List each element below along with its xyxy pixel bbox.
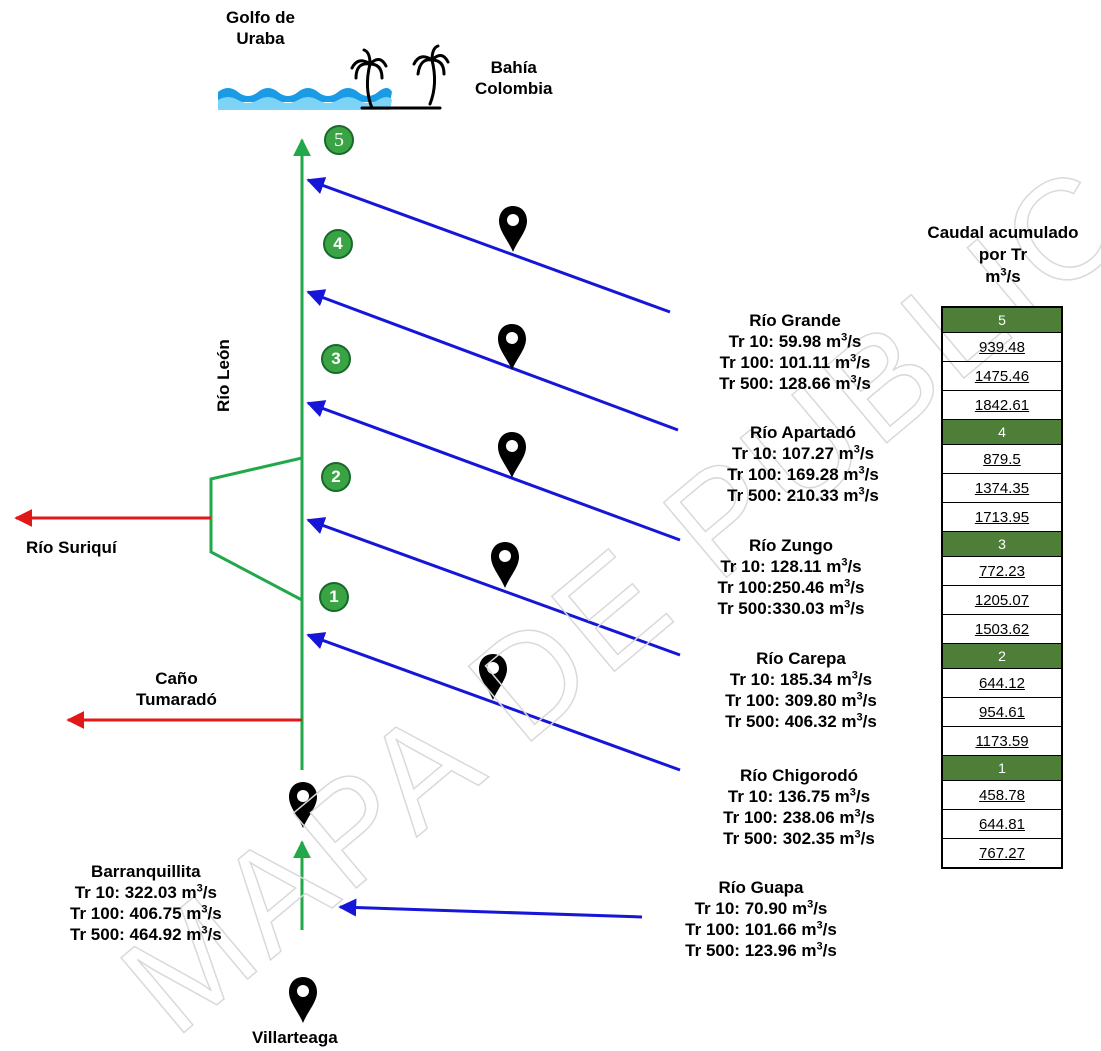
- rio-leon-label: Río León: [214, 339, 234, 412]
- segment-badge-2: 2: [321, 462, 351, 492]
- tributary-line-rio-guapa: [340, 907, 642, 917]
- map-pin-icon: [289, 977, 317, 1023]
- accumulated-flow-table: 5 939.48 1475.46 1842.61 4 879.5 1374.35…: [941, 306, 1063, 869]
- tributary-label-rio-grande: Río Grande Tr 10: 59.98 m3/s Tr 100: 101…: [719, 310, 871, 394]
- map-pin-icon: [491, 542, 519, 588]
- villarteaga-label: Villarteaga: [252, 1027, 338, 1048]
- table-cell: 1503.62: [942, 615, 1062, 644]
- flow-table-title: Caudal acumulado por Tr m3/s: [905, 222, 1101, 288]
- suriqui-diversion-line: [211, 458, 302, 600]
- cano-tumarado-label: Caño Tumaradó: [136, 668, 217, 710]
- tributary-line-rio-apartado: [308, 292, 678, 430]
- bay-label: Bahía Colombia: [475, 57, 552, 99]
- segment-badge-1: 1: [319, 582, 349, 612]
- table-section-header: 5: [942, 307, 1062, 333]
- tributary-label-rio-chigorodo: Río Chigorodó Tr 10: 136.75 m3/s Tr 100:…: [723, 765, 875, 849]
- table-cell: 644.12: [942, 669, 1062, 698]
- barranquillita-label: Barranquillita Tr 10: 322.03 m3/s Tr 100…: [70, 861, 222, 945]
- table-section-header: 4: [942, 420, 1062, 445]
- tributary-label-rio-apartado: Río Apartadó Tr 10: 107.27 m3/s Tr 100: …: [727, 422, 879, 506]
- table-cell: 458.78: [942, 781, 1062, 810]
- table-cell: 1205.07: [942, 586, 1062, 615]
- table-cell: 954.61: [942, 698, 1062, 727]
- table-cell: 644.81: [942, 810, 1062, 839]
- table-cell: 767.27: [942, 839, 1062, 869]
- tributary-line-rio-grande: [308, 180, 670, 312]
- rio-suriqui-label: Río Suriquí: [26, 537, 117, 558]
- tributary-label-rio-zungo: Río Zungo Tr 10: 128.11 m3/s Tr 100:250.…: [718, 535, 865, 619]
- table-section-header: 2: [942, 644, 1062, 669]
- segment-badge-3: 3: [321, 344, 351, 374]
- table-cell: 879.5: [942, 445, 1062, 474]
- segment-badge-4: 4: [323, 229, 353, 259]
- map-pin-icon: [498, 432, 526, 478]
- segment-badge-5: 5: [324, 125, 354, 155]
- tributary-label-rio-carepa: Río Carepa Tr 10: 185.34 m3/s Tr 100: 30…: [725, 648, 877, 732]
- gulf-water-icon: [218, 82, 392, 110]
- table-cell: 1713.95: [942, 503, 1062, 532]
- tributary-label-rio-guapa: Río Guapa Tr 10: 70.90 m3/s Tr 100: 101.…: [685, 877, 837, 961]
- table-cell: 939.48: [942, 333, 1062, 362]
- map-pin-icon: [499, 206, 527, 252]
- table-section-header: 3: [942, 532, 1062, 557]
- table-section-header: 1: [942, 756, 1062, 781]
- gulf-label: Golfo de Uraba: [226, 7, 295, 49]
- table-cell: 1374.35: [942, 474, 1062, 503]
- table-cell: 772.23: [942, 557, 1062, 586]
- table-cell: 1842.61: [942, 391, 1062, 420]
- table-cell: 1173.59: [942, 727, 1062, 756]
- table-cell: 1475.46: [942, 362, 1062, 391]
